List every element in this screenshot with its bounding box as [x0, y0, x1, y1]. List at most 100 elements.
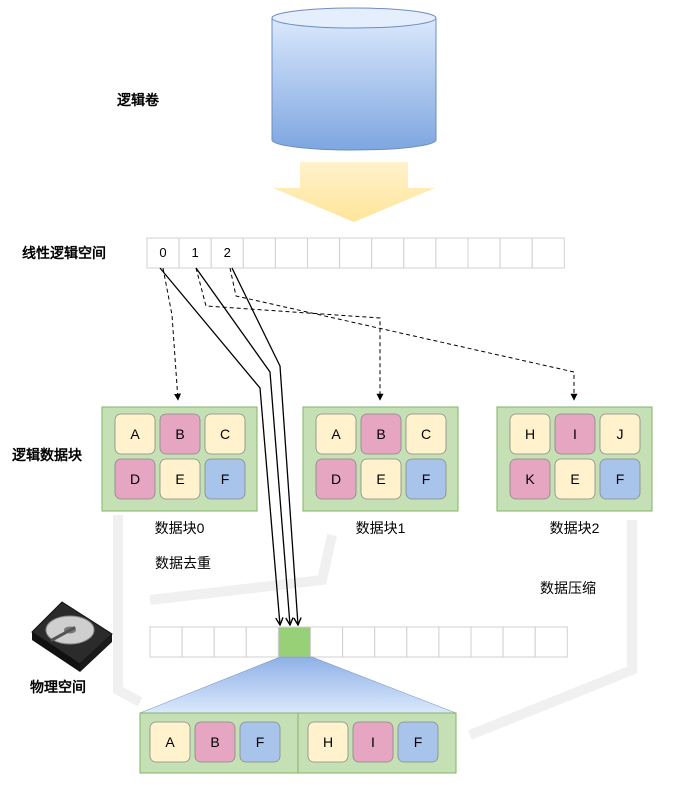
physical-cell	[149, 626, 183, 658]
solid-arrow-0	[159, 267, 280, 625]
physical-cell	[438, 626, 472, 658]
physical-tile: H	[307, 721, 349, 763]
tile-letter: A	[165, 734, 175, 750]
dashed-mapping-arrows	[162, 267, 578, 401]
physical-tile: F	[239, 721, 281, 763]
block-captions: 数据块0 数据块1 数据块2	[155, 520, 600, 536]
tile-letter: E	[175, 471, 184, 487]
faded-flow-arrows	[113, 515, 637, 740]
tile-letter: I	[573, 426, 577, 442]
solid-arrow-2	[231, 267, 298, 625]
physical-cell	[502, 626, 536, 658]
tile-letter: C	[220, 426, 230, 442]
tile-letter: A	[331, 426, 341, 442]
physical-cell	[245, 626, 279, 658]
logical-volume-label: 逻辑卷	[117, 92, 160, 108]
physical-cell	[181, 626, 215, 658]
block-tile: F	[599, 458, 641, 500]
tile-letter: C	[421, 426, 431, 442]
tile-letter: E	[570, 471, 579, 487]
physical-cell	[213, 626, 247, 658]
block-tile: I	[554, 413, 596, 455]
block-tile: A	[315, 413, 357, 455]
linear-index-0: 0	[159, 245, 166, 260]
tile-letter: D	[331, 471, 341, 487]
hard-disk-icon	[31, 601, 113, 672]
tile-letter: A	[130, 426, 140, 442]
linear-space-label: 线性逻辑空间	[22, 245, 106, 261]
tile-letter: D	[130, 471, 140, 487]
block-tile: K	[509, 458, 551, 500]
linear-index-1: 1	[192, 245, 199, 260]
physical-space-label: 物理空间	[30, 679, 86, 695]
physical-tile: I	[352, 721, 394, 763]
physical-cell-highlighted	[277, 626, 311, 658]
logical-block-2: H I J K E F	[496, 406, 653, 512]
linear-cell	[307, 237, 341, 269]
linear-cell	[242, 237, 276, 269]
block-tile: H	[509, 413, 551, 455]
tile-letter: B	[210, 734, 219, 750]
tile-letter: K	[525, 471, 535, 487]
tile-letter: H	[323, 734, 333, 750]
compress-flow-arrow	[468, 520, 637, 740]
physical-cell	[310, 626, 344, 658]
dashed-arrow-1	[195, 267, 384, 401]
physical-cell	[374, 626, 408, 658]
block-caption-2: 数据块2	[550, 520, 600, 536]
block-tile: J	[599, 413, 641, 455]
compress-label: 数据压缩	[540, 580, 596, 596]
block-tile: A	[114, 413, 156, 455]
block-tile: C	[405, 413, 447, 455]
block-tile: D	[114, 458, 156, 500]
physical-tile: F	[397, 721, 439, 763]
tile-letter: H	[525, 426, 535, 442]
block-tile: B	[360, 413, 402, 455]
physical-tile: B	[194, 721, 236, 763]
block-tile: E	[554, 458, 596, 500]
logical-volume-cylinder	[271, 7, 437, 151]
block-tile: E	[159, 458, 201, 500]
solid-mapping-arrows	[159, 267, 298, 625]
block-caption-1: 数据块1	[356, 520, 406, 536]
linear-cell	[467, 237, 501, 269]
dedup-label: 数据去重	[155, 555, 211, 571]
block-tile: E	[360, 458, 402, 500]
linear-cell	[339, 237, 373, 269]
tile-letter: I	[371, 734, 375, 750]
physical-cell	[342, 626, 376, 658]
logical-block-1: A B C D E F	[302, 406, 459, 512]
physical-space-row	[149, 626, 568, 658]
block-tile: B	[159, 413, 201, 455]
left-flow-arrow	[113, 515, 143, 707]
physical-tile: A	[149, 721, 191, 763]
linear-cell	[210, 237, 244, 269]
linear-cell	[435, 237, 469, 269]
dashed-arrow-2	[229, 267, 578, 401]
dashed-arrow-0	[162, 267, 182, 401]
logical-blocks-label: 逻辑数据块	[12, 447, 83, 463]
linear-cell	[499, 237, 533, 269]
tile-letter: F	[221, 471, 230, 487]
linear-cell	[178, 237, 212, 269]
physical-cell	[406, 626, 440, 658]
linear-cell	[531, 237, 565, 269]
tile-letter: F	[422, 471, 431, 487]
tile-letter: B	[175, 426, 184, 442]
solid-arrow-1	[195, 267, 290, 625]
tile-letter: E	[376, 471, 385, 487]
tile-letter: F	[616, 471, 625, 487]
linear-cell	[274, 237, 308, 269]
tile-letter: B	[376, 426, 385, 442]
tile-letter: F	[414, 734, 423, 750]
block-tile: D	[315, 458, 357, 500]
physical-cell	[470, 626, 504, 658]
block-caption-0: 数据块0	[155, 520, 205, 536]
dedup-flow-arrow	[149, 533, 337, 605]
tile-letter: F	[256, 734, 265, 750]
logical-data-blocks: A B C D E F A B C D E F H I J K E F	[101, 406, 653, 512]
